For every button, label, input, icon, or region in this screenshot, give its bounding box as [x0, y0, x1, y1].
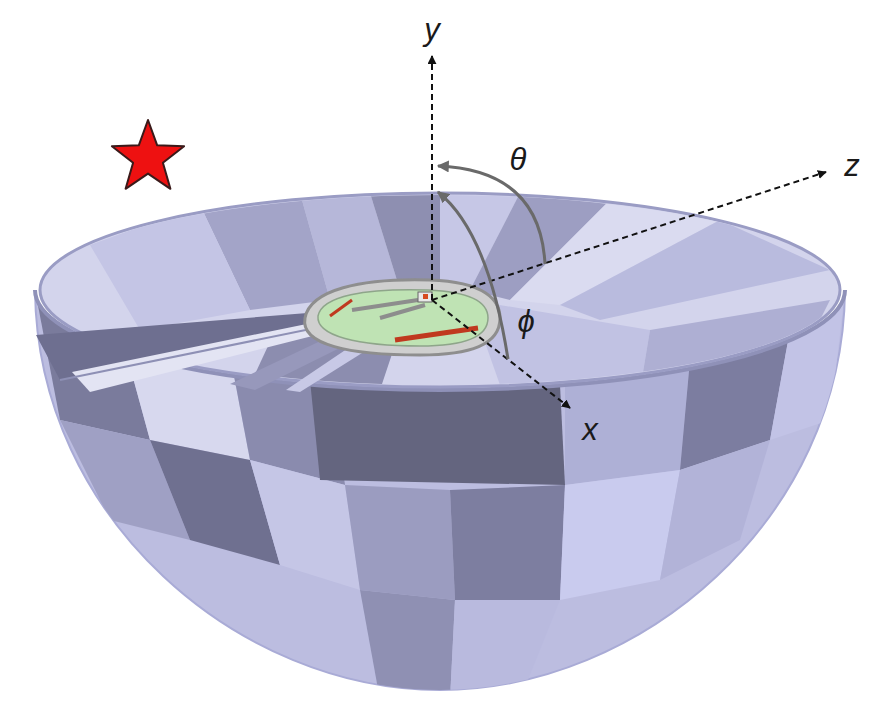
angle-arcs: [438, 166, 545, 359]
inner-apparatus: [305, 280, 500, 355]
axis-label-holder: ϕ: [517, 305, 534, 339]
axis-label-holder: z: [844, 149, 860, 183]
axis-label: z: [844, 148, 860, 183]
axis-label-holder: x: [582, 413, 598, 447]
phi-arc: [438, 192, 508, 359]
source-star: [112, 120, 184, 189]
axis-label: y: [424, 12, 440, 47]
axis-label-holder: θ: [510, 143, 527, 177]
axis-label: ϕ: [517, 304, 534, 339]
theta-arc: [438, 166, 545, 264]
axis-label: x: [582, 412, 598, 447]
axis-label: θ: [510, 142, 527, 177]
coordinate-axes: [432, 56, 826, 408]
axis-label-holder: y: [424, 13, 440, 47]
y-axis: [431, 56, 433, 300]
bowl-inner: [36, 193, 840, 392]
